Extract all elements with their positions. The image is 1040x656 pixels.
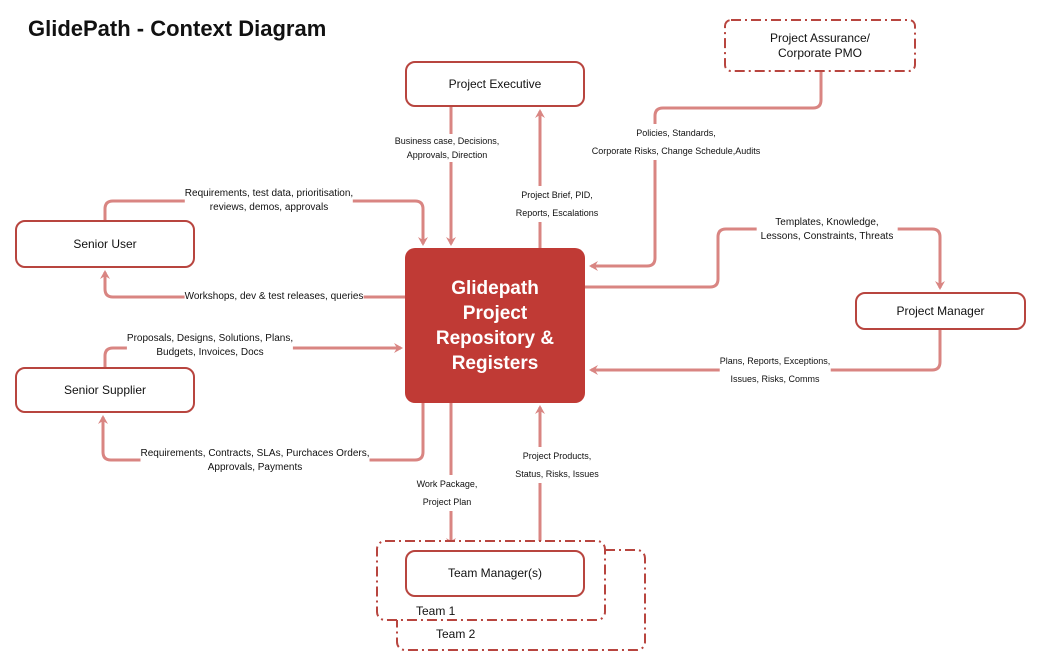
flow-label-line: Lessons, Constraints, Threats xyxy=(760,231,894,242)
flow-label-pm-to-repo: Plans, Reports, Exceptions, Issues, Risks… xyxy=(719,352,831,388)
page-title: GlidePath - Context Diagram xyxy=(28,16,327,41)
project-executive-label: Project Executive xyxy=(448,76,542,91)
project-assurance-box[interactable]: Project Assurance/Corporate PMO xyxy=(725,20,915,71)
arrow-repo-to-user xyxy=(100,270,405,299)
flow-label-line: Policies, Standards, xyxy=(636,128,716,138)
flow-label-line: reviews, demos, approvals xyxy=(209,202,329,213)
flow-label-line: Proposals, Designs, Solutions, Plans, xyxy=(126,333,294,344)
flow-label-line: Approvals, Direction xyxy=(406,150,488,160)
team-manager-box[interactable]: Team Manager(s) xyxy=(405,550,585,597)
flow-label-line: Project Products, xyxy=(522,451,592,461)
flow-label-line: Work Package, xyxy=(416,479,478,489)
project-manager-box[interactable]: Project Manager xyxy=(855,292,1026,330)
senior-supplier-label: Senior Supplier xyxy=(63,382,147,397)
flow-label-user-to-repo: Requirements, test data, prioritisation,… xyxy=(184,187,354,215)
team-manager-label: Team Manager(s) xyxy=(447,566,543,580)
flow-label-line: Project Plan xyxy=(422,497,472,507)
flow-label-supplier-to-repo: Proposals, Designs, Solutions, Plans, Bud… xyxy=(126,332,294,360)
arrow-supplier-to-repo xyxy=(103,343,403,367)
flow-label-repo-to-user: Workshops, dev & test releases, queries xyxy=(184,290,364,304)
flow-label-assurance-to-repo: Policies, Standards, Corporate Risks, Cha… xyxy=(591,124,761,160)
arrow-repo-to-pm xyxy=(585,227,945,290)
project-assurance-boundary xyxy=(724,19,916,72)
team1-label: Team 1 xyxy=(416,604,456,618)
project-manager-label: Project Manager xyxy=(896,303,985,318)
flow-label-line: Issues, Risks, Comms xyxy=(730,374,820,384)
glidepath-repository-box[interactable]: Glidepath Project Repository & Registers xyxy=(405,248,585,403)
flow-label-line: Reports, Escalations xyxy=(515,208,599,218)
flow-label-repo-to-pm: Templates, Knowledge, Lessons, Constraint… xyxy=(756,216,898,244)
flow-label-line: Budgets, Invoices, Docs xyxy=(156,347,264,358)
flow-label-line: Business case, Decisions, xyxy=(394,136,500,146)
flow-label-line: Status, Risks, Issues xyxy=(515,469,599,479)
senior-user-label: Senior User xyxy=(73,236,137,251)
senior-user-box[interactable]: Senior User xyxy=(15,220,195,268)
senior-supplier-box[interactable]: Senior Supplier xyxy=(15,367,195,413)
flow-label-line: Approvals, Payments xyxy=(207,462,303,473)
team2-label: Team 2 xyxy=(436,627,476,641)
flow-label-repo-to-supplier: Requirements, Contracts, SLAs, Purchaces… xyxy=(140,447,370,475)
flow-label-line: Templates, Knowledge, xyxy=(775,217,879,228)
project-assurance-label: Project Assurance/Corporate PMO xyxy=(770,31,870,61)
project-executive-box[interactable]: Project Executive xyxy=(405,61,585,107)
flow-label-repo-to-team: Work Package, Project Plan xyxy=(416,475,478,511)
flow-label-line: Requirements, test data, prioritisation, xyxy=(184,188,354,199)
flow-label-line: Plans, Reports, Exceptions, xyxy=(719,356,831,366)
flow-label-line: Requirements, Contracts, SLAs, Purchaces… xyxy=(140,448,370,459)
flow-label-line: Workshops, dev & test releases, queries xyxy=(184,291,364,302)
flow-label-exec-to-repo: Business case, Decisions, Approvals, Dire… xyxy=(394,134,500,162)
arrow-assurance-to-repo xyxy=(589,71,823,271)
project-assurance-label-2: Corporate PMO xyxy=(777,45,863,60)
flow-label-team-to-repo: Project Products, Status, Risks, Issues xyxy=(515,447,599,483)
flow-label-line: Corporate Risks, Change Schedule,Audits xyxy=(591,146,761,156)
arrow-pm-to-repo xyxy=(589,330,942,375)
project-assurance-label-1: Project Assurance/ xyxy=(769,30,871,45)
flow-label-line: Project Brief, PID, xyxy=(521,190,593,200)
flow-label-repo-to-exec: Project Brief, PID, Reports, Escalations xyxy=(515,186,599,222)
